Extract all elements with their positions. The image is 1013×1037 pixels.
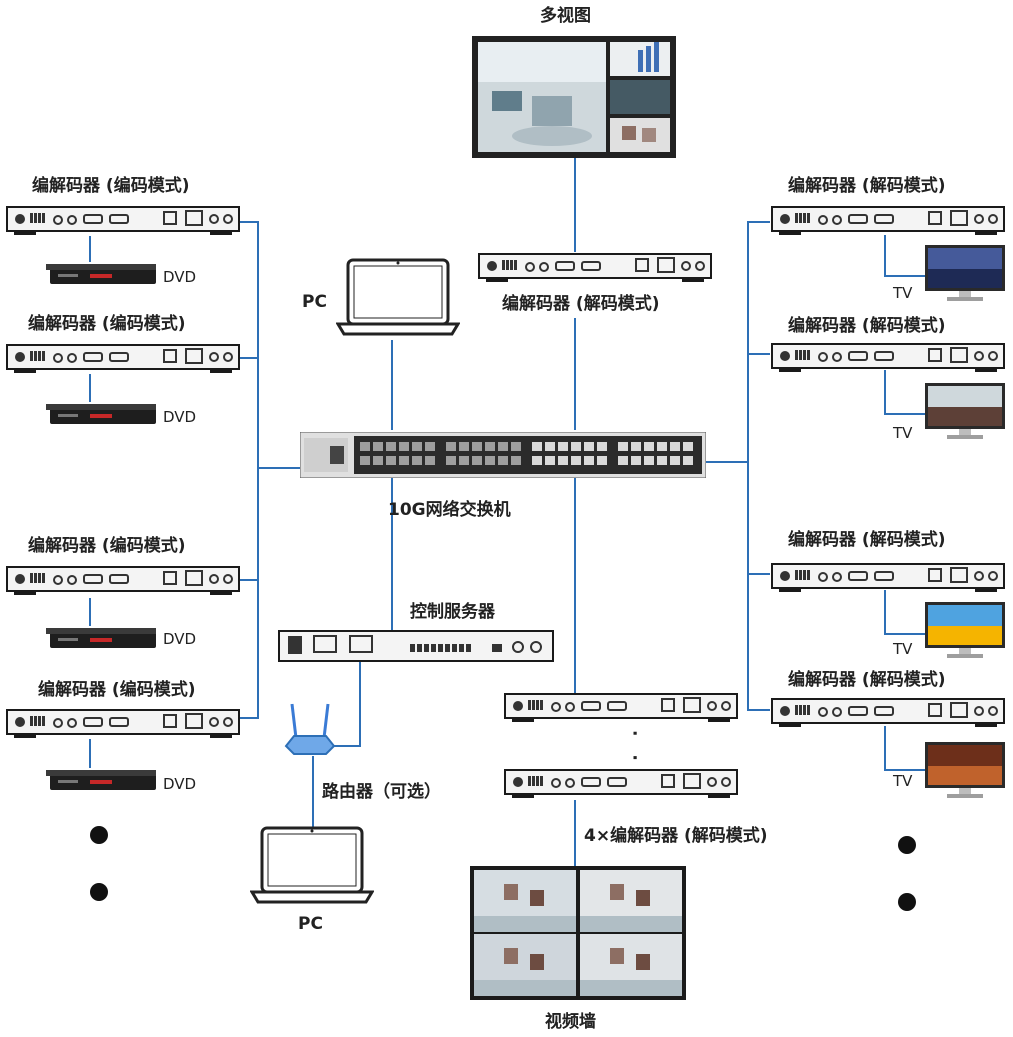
decoder-device-icon-2 (771, 343, 1005, 372)
tv-label-3: TV (893, 640, 913, 658)
encoder-label-4: 编解码器 (编码模式) (38, 680, 196, 700)
decoder-ellipsis: · · (624, 730, 644, 767)
dvd-player-icon-2 (46, 404, 156, 424)
tv-label-1: TV (893, 284, 913, 302)
decoder-label-2: 编解码器 (解码模式) (788, 316, 946, 336)
laptop-icon-bottom (250, 826, 374, 904)
tv-monitor-icon-4 (925, 742, 1005, 798)
tv-label-2: TV (893, 424, 913, 442)
decoder-device-icon-3 (771, 563, 1005, 592)
right-bus-line (747, 221, 770, 711)
dvd-player-icon-1 (46, 264, 156, 284)
dec1-tv-line (884, 235, 925, 277)
dvd-label-2: DVD (163, 408, 197, 426)
more-dot-left-2 (90, 883, 108, 901)
multiview-label: 多视图 (540, 6, 591, 26)
dvd-player-icon-3 (46, 628, 156, 648)
multiview-screen-icon (472, 36, 676, 158)
decoder-label-3: 编解码器 (解码模式) (788, 530, 946, 550)
dec3-tv-line (884, 590, 925, 635)
router-label: 路由器（可选） (322, 782, 441, 802)
more-dot-right-1 (898, 836, 916, 854)
decoder-device-icon-center (478, 253, 712, 282)
decoder-label-1: 编解码器 (解码模式) (788, 176, 946, 196)
decoder-device-icon-4 (771, 698, 1005, 727)
control-server-icon (278, 630, 554, 662)
encoder-device-icon-1 (6, 206, 240, 235)
dvd-label-4: DVD (163, 775, 197, 793)
pc-label-top: PC (302, 292, 327, 312)
left-bus-line (240, 221, 259, 719)
decoder-label-4: 编解码器 (解码模式) (788, 670, 946, 690)
encoder-device-icon-3 (6, 566, 240, 595)
quad-decoder-device-icon-bottom (504, 769, 738, 798)
dvd-label-1: DVD (163, 268, 197, 286)
decoder-device-icon-1 (771, 206, 1005, 235)
server-router-line (330, 660, 361, 747)
router-icon (284, 703, 336, 755)
switch-label: 10G网络交换机 (388, 500, 511, 520)
quad-decoder-device-icon-top (504, 693, 738, 722)
more-dot-left-1 (90, 826, 108, 844)
dec4-tv-line (884, 726, 925, 771)
quad-decoder-label: 4×编解码器 (解码模式) (584, 826, 768, 846)
dec2-tv-line (884, 370, 925, 415)
dvd-label-3: DVD (163, 630, 197, 648)
encoder-device-icon-2 (6, 344, 240, 373)
encoder-label-3: 编解码器 (编码模式) (28, 536, 186, 556)
tv-label-4: TV (893, 772, 913, 790)
laptop-icon-top (336, 258, 460, 336)
network-switch-icon (300, 432, 706, 478)
tv-monitor-icon-2 (925, 383, 1005, 439)
encoder-label-2: 编解码器 (编码模式) (28, 314, 186, 334)
pc-label-bottom: PC (298, 914, 323, 934)
video-wall-icon (470, 866, 686, 1000)
tv-monitor-icon-3 (925, 602, 1005, 658)
encoder-label-1: 编解码器 (编码模式) (32, 176, 190, 196)
encoder-device-icon-4 (6, 709, 240, 738)
dvd-player-icon-4 (46, 770, 156, 790)
tv-monitor-icon-1 (925, 245, 1005, 301)
decoder-label-center: 编解码器 (解码模式) (502, 294, 660, 314)
video-wall-label: 视频墙 (545, 1012, 596, 1032)
control-server-label: 控制服务器 (410, 602, 495, 622)
more-dot-right-2 (898, 893, 916, 911)
